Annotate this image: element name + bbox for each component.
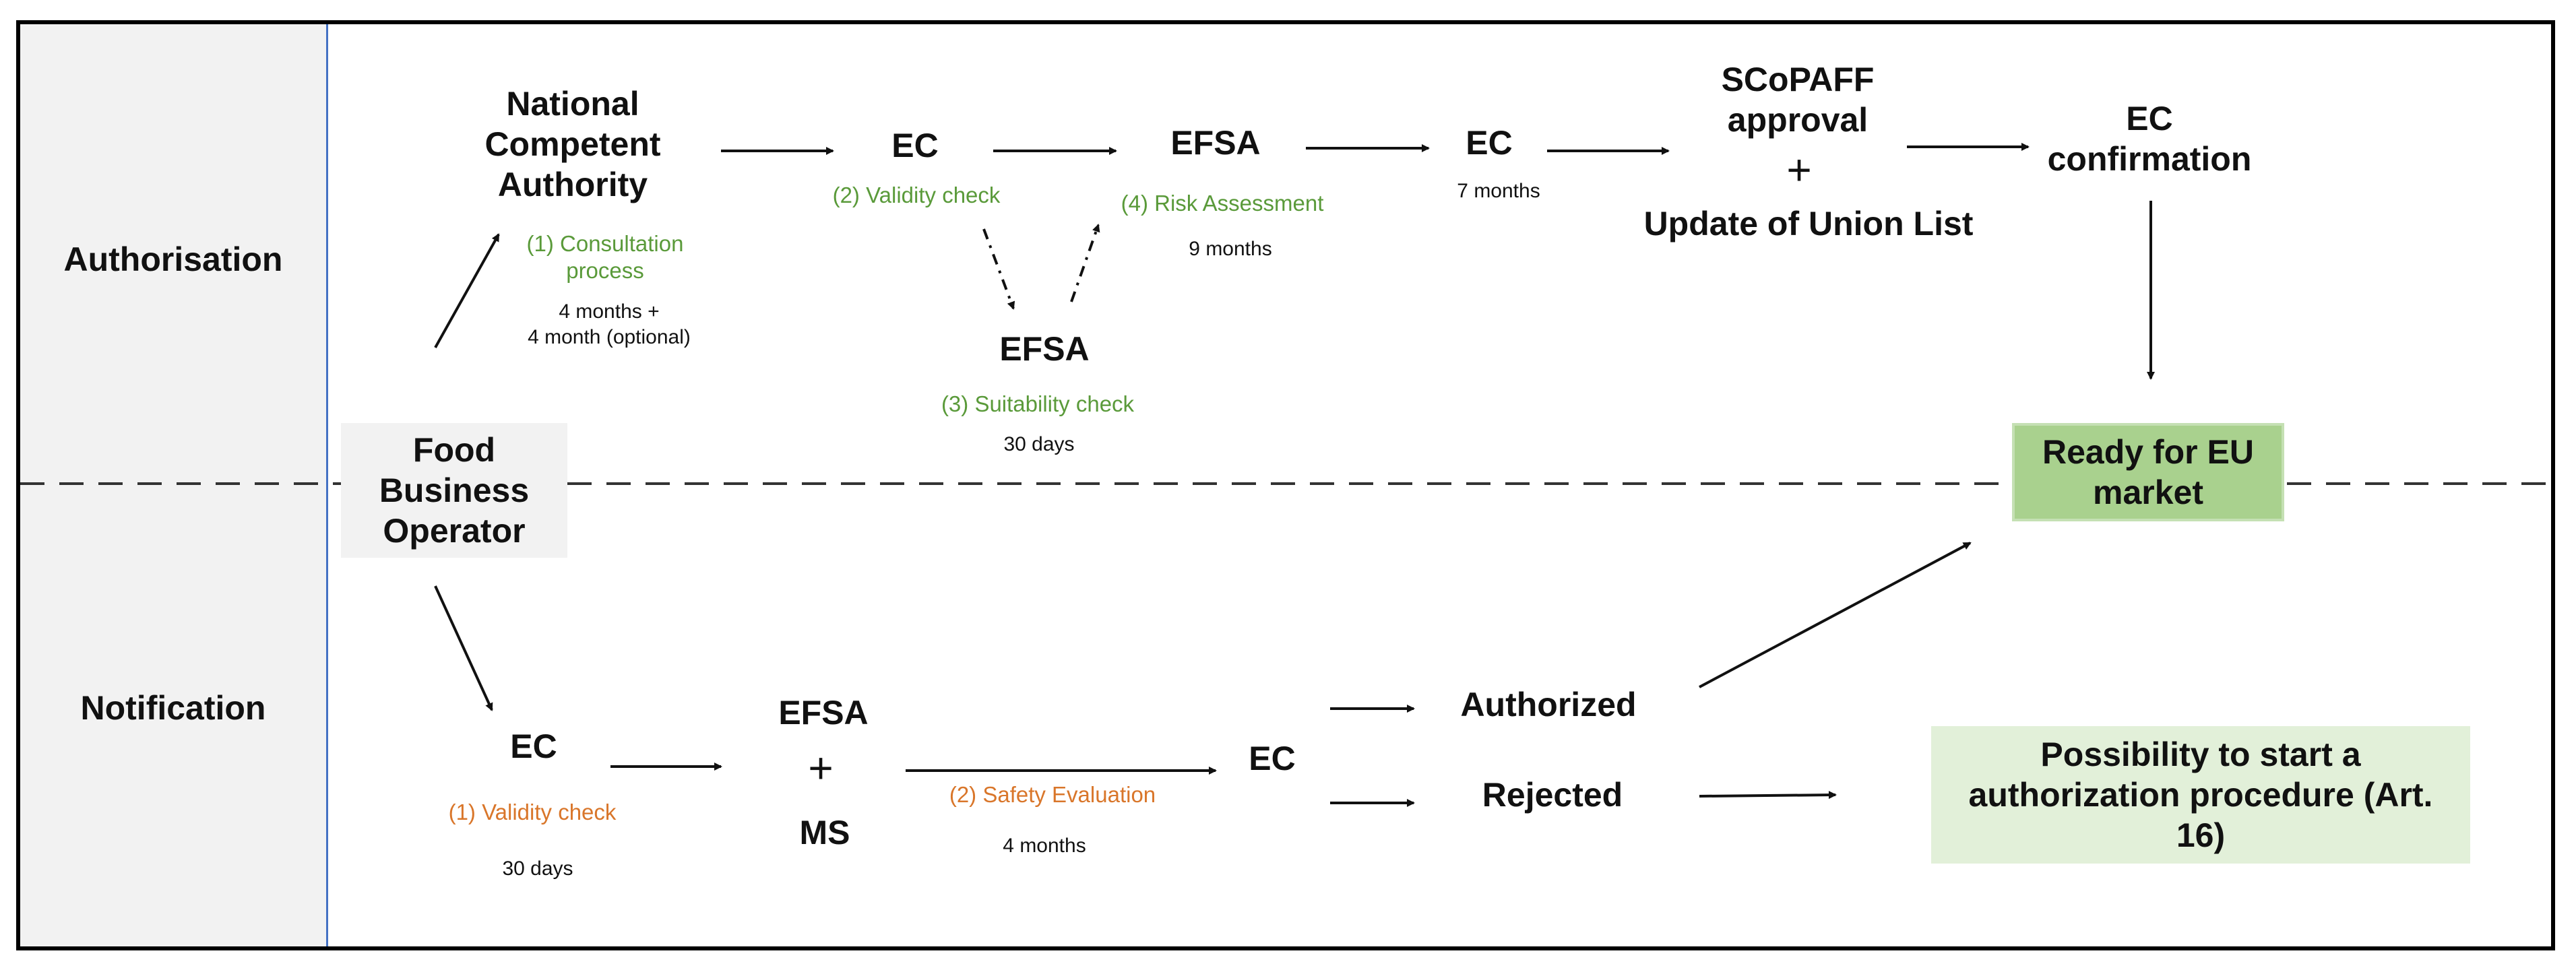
step-safety-evaluation: (2) Safety Evaluation xyxy=(949,782,1156,807)
lane-separator xyxy=(326,24,328,946)
validity-check-duration: 30 days xyxy=(502,857,573,880)
efsa-suitability-node: EFSA xyxy=(999,330,1090,368)
arrow-rejected-to-possibility xyxy=(1699,791,1837,800)
efsa-notification-node: EFSA xyxy=(778,694,869,732)
authorisation-lane-header xyxy=(20,24,326,485)
rejected-outcome: Rejected xyxy=(1482,776,1623,814)
plus-sign: + xyxy=(1786,145,1812,194)
notification-lane-header xyxy=(20,485,326,946)
consultation-duration: 4 months +4 month (optional) xyxy=(528,300,691,348)
ec-validity-node: EC xyxy=(891,127,939,164)
step-validity-check: (2) Validity check xyxy=(832,183,1001,207)
suitability-duration: 30 days xyxy=(1003,433,1075,455)
ms-node: MS xyxy=(799,814,850,851)
arrow-ec-to-efsa-check xyxy=(982,228,1015,310)
plus-sign-notification: + xyxy=(808,744,834,792)
ec-decision-duration: 7 months xyxy=(1457,180,1540,202)
ec-evaluation-node: EC xyxy=(1249,740,1296,777)
step-suitability-check: (3) Suitability check xyxy=(941,391,1135,416)
union-list-update: Update of Union List xyxy=(1643,205,1974,242)
arrow-authorized-to-ready xyxy=(1699,542,1972,688)
ec-decision-node: EC xyxy=(1466,124,1513,162)
risk-assessment-duration: 9 months xyxy=(1189,238,1272,260)
authorisation-lane-label: Authorisation xyxy=(63,240,283,278)
arrow-efsa-check-to-efsa xyxy=(1070,224,1100,302)
efsa-risk-node: EFSA xyxy=(1170,124,1261,162)
step-risk-assessment: (4) Risk Assessment xyxy=(1121,191,1324,216)
arrow-fbo-to-nca xyxy=(434,233,500,348)
ec-notification-node: EC xyxy=(510,727,557,765)
safety-evaluation-duration: 4 months xyxy=(1003,835,1086,857)
arrow-fbo-to-ec xyxy=(434,585,493,711)
authorized-outcome: Authorized xyxy=(1460,686,1637,723)
step-validity-check-notification: (1) Validity check xyxy=(448,800,617,824)
notification-lane-label: Notification xyxy=(80,689,266,727)
